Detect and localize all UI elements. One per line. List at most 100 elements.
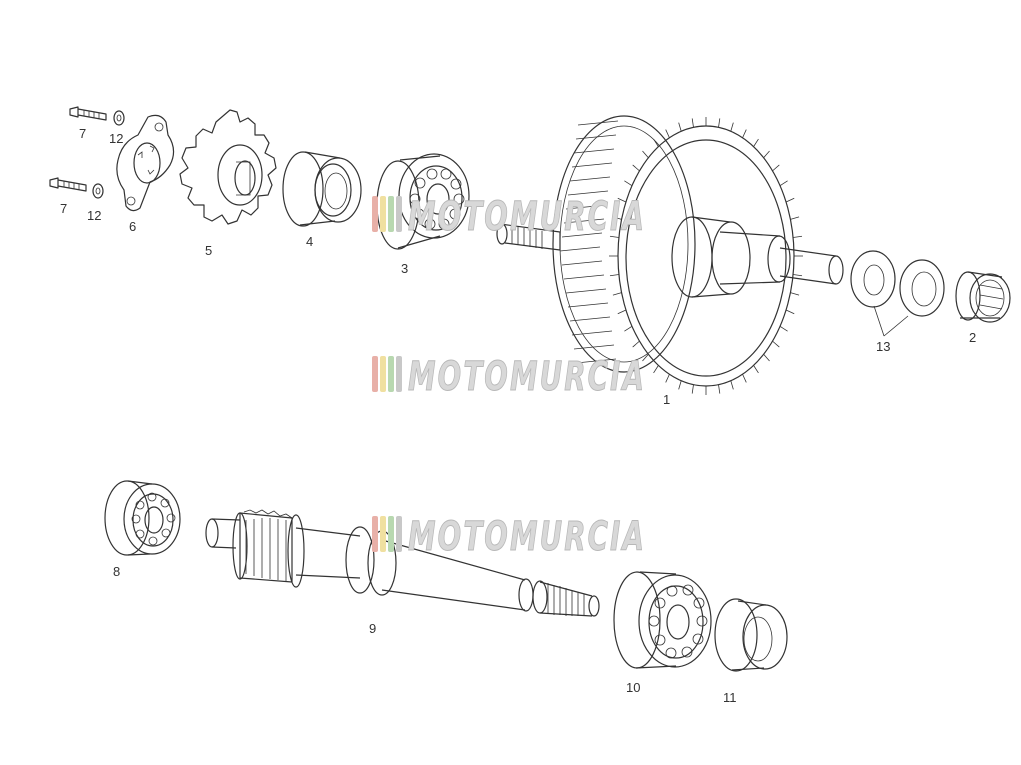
gear-tooth	[790, 292, 800, 296]
gear-tooth-face	[561, 232, 603, 238]
watermark-middle: MOTOMURCIA	[372, 354, 646, 401]
callout-1: 1	[663, 392, 670, 407]
ball-bearing-right	[613, 571, 712, 669]
gear-tooth	[753, 138, 759, 147]
gear-tooth	[779, 180, 788, 187]
gear-tooth	[763, 353, 770, 362]
gear-tooth-face	[571, 330, 613, 336]
bolt-upper	[69, 106, 107, 121]
main-driven-gear	[552, 115, 844, 395]
bushing	[282, 151, 362, 227]
gear-tooth-face	[561, 260, 603, 266]
gear-tooth	[678, 380, 682, 390]
gear-tooth-face	[569, 316, 611, 322]
drive-sprocket	[179, 109, 277, 225]
watermark-stripe	[372, 196, 378, 232]
watermark-stripe	[396, 516, 402, 552]
gear-tooth-face	[569, 176, 611, 182]
callout-7-lower: 7	[60, 201, 67, 216]
gear-tooth-face	[575, 358, 617, 364]
gear-tooth	[612, 216, 622, 220]
gear-tooth	[785, 197, 795, 203]
gear-tooth-face	[573, 344, 615, 350]
watermark-stripe	[380, 196, 386, 232]
gear-tooth	[609, 235, 619, 238]
callout-12-lower: 12	[87, 208, 101, 223]
callout-5: 5	[205, 243, 212, 258]
watermark-stripe	[396, 196, 402, 232]
lock-plate	[116, 114, 175, 212]
gear-tooth	[632, 340, 640, 348]
watermark-stripe	[396, 356, 402, 392]
callout-2: 2	[969, 330, 976, 345]
watermark-bottom: MOTOMURCIA	[372, 514, 646, 561]
gear-tooth-face	[565, 288, 607, 294]
callout-9: 9	[369, 621, 376, 636]
watermark-text: MOTOMURCIA	[408, 514, 646, 560]
gear-tooth-face	[571, 162, 613, 168]
callout-11: 11	[723, 690, 737, 705]
watermark-stripe	[388, 356, 394, 392]
gear-tooth	[772, 164, 780, 172]
gear-tooth-face	[567, 302, 609, 308]
gear-tooth	[642, 353, 649, 362]
gear-tooth	[730, 122, 734, 132]
gear-tooth-face	[567, 190, 609, 196]
needle-bearing	[955, 271, 1011, 323]
gear-tooth	[730, 380, 734, 390]
gear-tooth	[763, 150, 770, 159]
gear-tooth	[678, 122, 682, 132]
watermark-stripe	[380, 516, 386, 552]
gear-tooth	[742, 129, 747, 138]
washer-lower	[92, 183, 104, 199]
gear-tooth	[653, 365, 659, 374]
watermark-text: MOTOMURCIA	[408, 194, 646, 240]
watermark-stripe	[372, 356, 378, 392]
watermark-text: MOTOMURCIA	[408, 354, 646, 400]
gear-tooth	[609, 274, 619, 277]
gear-tooth	[718, 384, 721, 394]
gear-tooth	[612, 292, 622, 296]
gear-tooth	[624, 180, 633, 187]
gear-tooth-face	[565, 204, 607, 210]
callout-3: 3	[401, 261, 408, 276]
gear-tooth	[793, 235, 803, 238]
callout-8: 8	[113, 564, 120, 579]
callout-7-upper: 7	[79, 126, 86, 141]
callout-10: 10	[626, 680, 640, 695]
gear-tooth-face	[559, 246, 601, 252]
callout-6: 6	[129, 219, 136, 234]
bolt-lower	[49, 177, 87, 192]
gear-tooth-face	[563, 218, 605, 224]
gear-tooth	[753, 365, 759, 374]
gear-tooth	[624, 325, 633, 332]
gear-tooth	[785, 309, 795, 315]
callout-4: 4	[306, 234, 313, 249]
watermark-stripe	[388, 196, 394, 232]
callout-13: 13	[876, 339, 890, 354]
gear-tooth	[691, 118, 694, 128]
watermark-stripe	[372, 516, 378, 552]
gear-tooth	[665, 129, 670, 138]
gear-tooth	[617, 197, 627, 203]
watermark-stripe	[388, 516, 394, 552]
gear-tooth	[772, 340, 780, 348]
gear-tooth	[742, 374, 747, 383]
gear-tooth	[617, 309, 627, 315]
gear-tooth	[632, 164, 640, 172]
watermark-top: MOTOMURCIA	[372, 194, 646, 241]
gear-tooth	[665, 374, 670, 383]
gear-tooth	[793, 274, 803, 277]
ball-bearing-left	[104, 480, 181, 556]
watermark-stripe	[380, 356, 386, 392]
gear-tooth-face	[577, 120, 619, 126]
gear-tooth	[642, 150, 649, 159]
callout-12-upper: 12	[109, 131, 123, 146]
gear-tooth-face	[573, 148, 615, 154]
gear-tooth	[790, 216, 800, 220]
gear-tooth-face	[575, 134, 617, 140]
gear-tooth	[653, 138, 659, 147]
gear-tooth	[779, 325, 788, 332]
gear-tooth	[718, 118, 721, 128]
